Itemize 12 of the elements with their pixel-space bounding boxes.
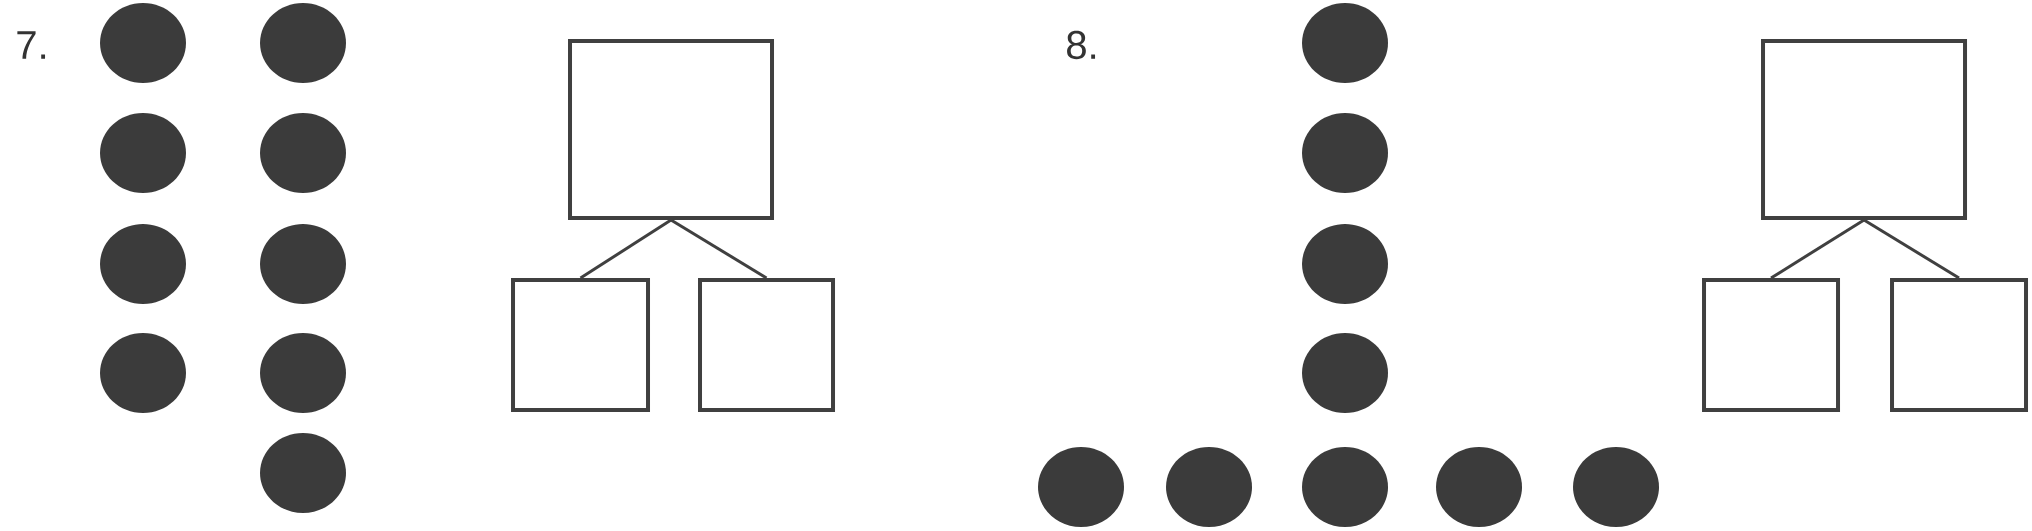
answer-box (511, 278, 650, 412)
connector-line (1863, 218, 1960, 280)
connector-line (670, 218, 768, 280)
answer-box (1702, 278, 1840, 412)
connector-line (1770, 218, 1865, 280)
answer-box (1761, 39, 1968, 220)
answer-box (698, 278, 835, 412)
answer-box (1890, 278, 2028, 412)
answer-box (568, 39, 774, 220)
problem-number: 8. (1067, 30, 1096, 60)
problem-number: 7. (17, 31, 46, 59)
connector-line (579, 218, 672, 280)
